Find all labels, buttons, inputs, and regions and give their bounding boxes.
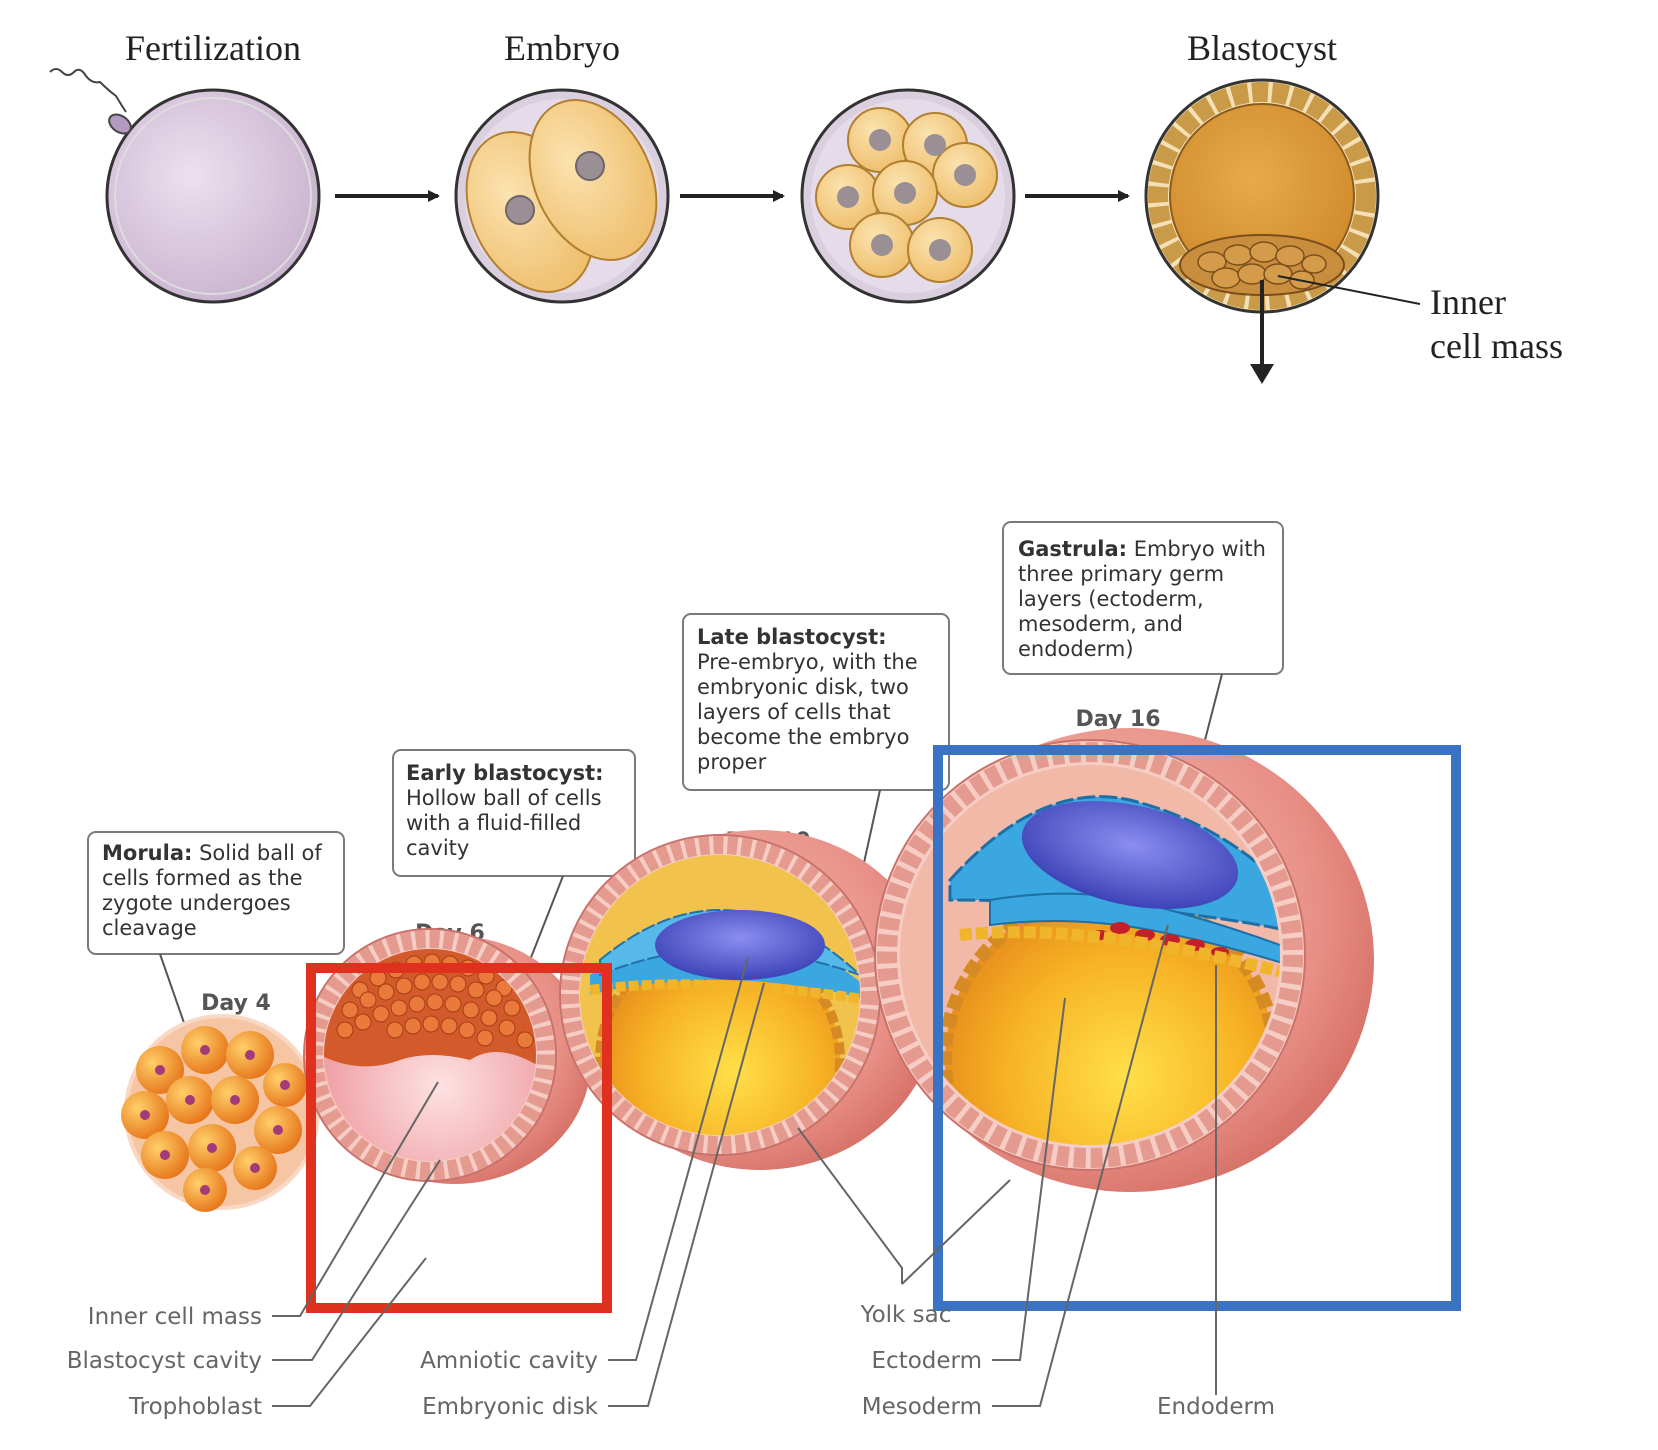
gastrula-caption: Gastrula: Embryo with three primary germ… xyxy=(1018,537,1273,661)
yolk-sac-label: Yolk sac xyxy=(860,1302,952,1328)
early-blastocyst-illustration xyxy=(303,928,591,1184)
zygote-icon xyxy=(105,88,321,304)
caption-boxes: Morula: Solid ball of cells formed as th… xyxy=(87,521,1284,955)
inner-cell-mass-cells xyxy=(1197,241,1327,290)
blue-highlight-box xyxy=(933,745,1461,1311)
inner-cell-mass-label-line1: Inner xyxy=(1430,282,1506,322)
morula-caption: Morula: Solid ball of cells formed as th… xyxy=(102,841,328,940)
early-blastocyst-caption-box xyxy=(392,749,636,877)
down-arrow-head xyxy=(1250,364,1274,384)
blastocyst-icon xyxy=(1144,78,1380,314)
red-highlight-box xyxy=(306,963,612,1313)
fertilization-label: Fertilization xyxy=(125,28,301,68)
gastrula-caption-box xyxy=(1002,521,1284,675)
two-cell-embryo-icon xyxy=(454,88,670,304)
amniotic-cavity-label: Amniotic cavity xyxy=(420,1348,598,1374)
embryonic-disk-label: Embryonic disk xyxy=(422,1394,599,1420)
late-blastocyst-caption: Late blastocyst: Pre-embryo, with the em… xyxy=(697,625,924,774)
sperm-icon xyxy=(49,68,132,135)
early-blastocyst-caption: Early blastocyst: Hollow ball of cells w… xyxy=(406,761,610,860)
mesoderm-label: Mesoderm xyxy=(862,1394,982,1420)
late-blastocyst-illustration xyxy=(559,830,940,1170)
endoderm-label: Endoderm xyxy=(1157,1394,1275,1420)
morula-caption-box xyxy=(87,831,345,955)
day-16-label: Day 16 xyxy=(1075,707,1160,732)
morula-illustration xyxy=(121,1014,320,1212)
ectoderm-label: Ectoderm xyxy=(872,1348,982,1374)
inner-cell-mass-leader xyxy=(1277,275,1421,305)
top-sequence: Fertilization Embryo Blastocyst xyxy=(49,28,1563,384)
multi-cell-embryo-icon xyxy=(800,88,1016,304)
gastrula-illustration xyxy=(874,728,1374,1192)
trophoblast-label: Trophoblast xyxy=(128,1394,262,1420)
late-blastocyst-caption-box xyxy=(682,613,950,791)
blastocyst-label: Blastocyst xyxy=(1187,28,1337,68)
inner-cell-mass-label: Inner cell mass xyxy=(88,1304,262,1330)
structure-leaders xyxy=(272,924,1217,1407)
inner-cell-mass-label-line2: cell mass xyxy=(1430,326,1563,366)
day-4-label: Day 4 xyxy=(201,991,271,1016)
embryo-label: Embryo xyxy=(504,28,620,68)
morula-nuclei xyxy=(140,1045,290,1195)
structure-labels: Inner cell mass Blastocyst cavity Tropho… xyxy=(67,1302,1275,1420)
blastocyst-cavity-label: Blastocyst cavity xyxy=(67,1348,262,1374)
